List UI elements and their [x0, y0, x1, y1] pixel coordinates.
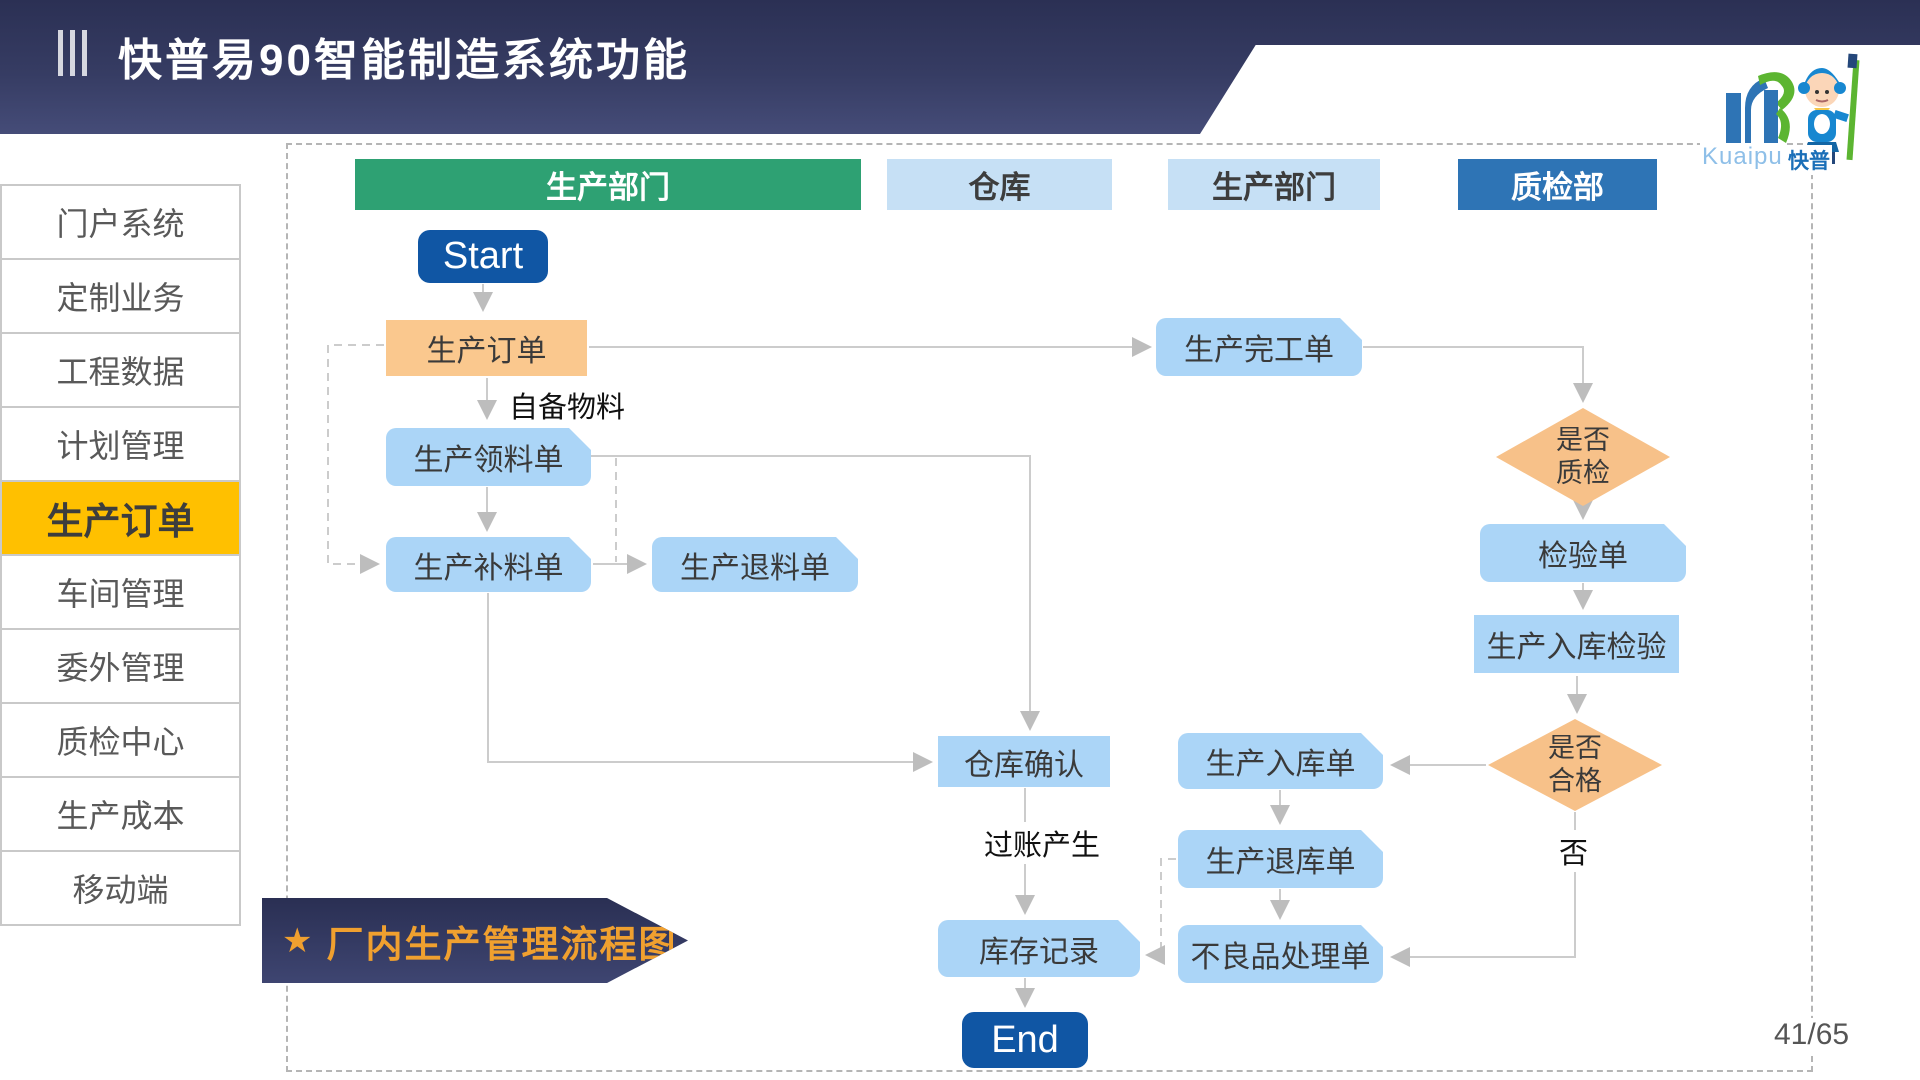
caption-text: 厂内生产管理流程图 [326, 923, 678, 965]
star-icon: ★ [282, 921, 313, 960]
sidebar-item-qc-center[interactable]: 质检中心 [0, 704, 241, 778]
logo-cn-text: 快普 [1786, 145, 1832, 175]
lane-production-dept-2: 生产部门 [1168, 159, 1380, 210]
lane-warehouse: 仓库 [887, 159, 1112, 210]
page-number: 41/65 [1770, 1018, 1854, 1052]
node-production-order: 生产订单 [386, 320, 587, 376]
sidebar-item-outsourcing-management[interactable]: 委外管理 [0, 630, 241, 704]
sidebar-item-production-order[interactable]: 生产订单 [0, 482, 241, 556]
title-bars-icon [58, 30, 87, 76]
node-warehouse-confirm: 仓库确认 [938, 736, 1110, 787]
label-no: 否 [1556, 830, 1592, 872]
kuaipu-logo: Kuaipu 快普 [1698, 48, 1888, 178]
sidebar-item-plan-management[interactable]: 计划管理 [0, 408, 241, 482]
node-inbound-order: 生产入库单 [1178, 733, 1383, 789]
sidebar-item-engineering-data[interactable]: 工程数据 [0, 334, 241, 408]
sidebar-item-portal[interactable]: 门户系统 [0, 186, 241, 260]
node-material-refill: 生产补料单 [386, 537, 591, 592]
node-completion-order: 生产完工单 [1156, 318, 1362, 376]
node-start: Start [418, 230, 548, 283]
node-end: End [962, 1012, 1088, 1068]
page-title: 快普易90智能制造系统功能 [118, 36, 690, 85]
lane-production-dept-1: 生产部门 [355, 159, 861, 210]
node-material-requisition: 生产领料单 [386, 428, 591, 486]
node-inbound-inspection: 生产入库检验 [1474, 615, 1679, 673]
sidebar-item-custom-business[interactable]: 定制业务 [0, 260, 241, 334]
node-defect-handling: 不良品处理单 [1178, 925, 1383, 983]
node-inspection-order: 检验单 [1480, 524, 1686, 582]
label-self-material: 自备物料 [506, 384, 629, 426]
label-posting: 过账产生 [981, 822, 1104, 864]
logo-latin-text: Kuaipu [1700, 143, 1785, 171]
sidebar-item-workshop-management[interactable]: 车间管理 [0, 556, 241, 630]
node-inbound-return: 生产退库单 [1178, 830, 1383, 888]
lane-qc-dept: 质检部 [1458, 159, 1657, 210]
node-material-return: 生产退料单 [652, 537, 858, 592]
sidebar: 门户系统 定制业务 工程数据 计划管理 生产订单 车间管理 委外管理 质检中心 … [0, 184, 241, 926]
node-inventory-record: 库存记录 [938, 920, 1140, 977]
flowchart-container [286, 143, 1813, 1072]
sidebar-item-mobile[interactable]: 移动端 [0, 852, 241, 926]
sidebar-item-production-cost[interactable]: 生产成本 [0, 778, 241, 852]
caption-banner: ★ 厂内生产管理流程图 [262, 898, 688, 983]
